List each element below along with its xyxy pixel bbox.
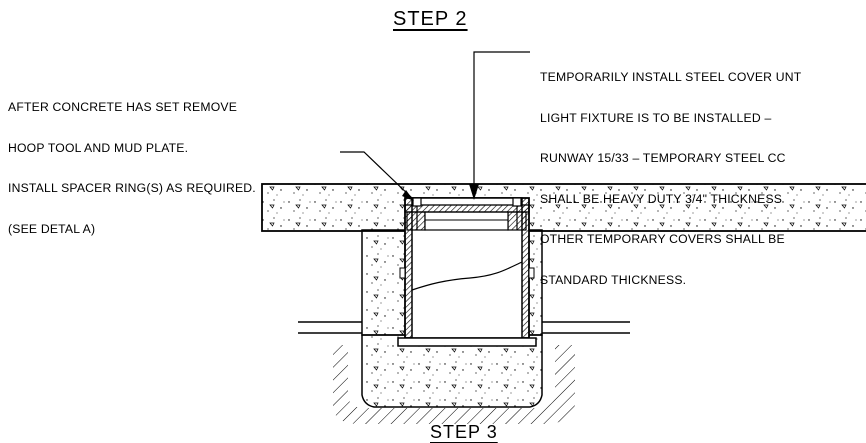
leader-lines [340,51,530,201]
right-annotation-line: SHALL BE HEAVY DUTY 3/4" THICKNESS [540,191,783,206]
subgrade-lines [298,321,630,334]
soil-hatching [333,345,575,424]
step-2-detail-drawing [261,51,866,424]
left-annotation-line: AFTER CONCRETE HAS SET REMOVE [8,100,238,114]
left-annotation-line: INSTALL SPACER RING(S) AS REQUIRED. [8,181,256,195]
base-footing [361,334,543,408]
right-annotation-line: TEMPORARILY INSTALL STEEL COVER UNT [540,70,802,84]
right-annotation: TEMPORARILY INSTALL STEEL COVER UNT LIGH… [540,44,801,301]
left-annotation-line: (SEE DETAL A) [8,221,96,236]
pavement-slab [261,183,866,232]
right-annotation-line: LIGHT FIXTURE IS TO BE INSTALLED – [540,110,772,125]
left-annotation-line: HOOP TOOL AND MUD PLATE. [8,140,189,155]
spacer-ring-and-cover [404,197,530,231]
right-annotation-line: STANDARD THICKNESS. [540,272,687,287]
step-title: STEP 2 [393,8,468,30]
right-annotation-line: OTHER TEMPORARY COVERS SHALL BE [540,232,785,246]
right-annotation-line: RUNWAY 15/33 – TEMPORARY STEEL CC [540,151,786,165]
left-annotation: AFTER CONCRETE HAS SET REMOVE HOOP TOOL … [8,74,256,250]
